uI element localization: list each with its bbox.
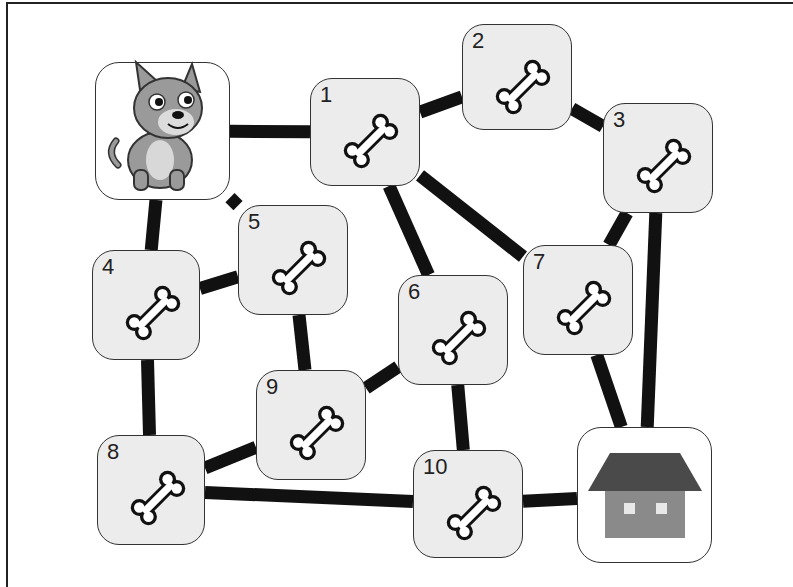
path-line xyxy=(647,213,656,427)
path-line xyxy=(147,360,149,435)
path-line xyxy=(458,385,464,450)
bone-number: 2 xyxy=(472,29,484,53)
path-line xyxy=(200,277,238,289)
path-line xyxy=(609,213,627,245)
path-stroke xyxy=(366,367,398,388)
path-stroke xyxy=(389,186,429,275)
path-line xyxy=(205,492,413,501)
bone-icon xyxy=(333,103,409,179)
bone-number: 7 xyxy=(533,250,545,274)
bone-icon xyxy=(485,49,561,125)
path-stroke xyxy=(230,198,238,206)
path-stroke xyxy=(205,492,413,501)
path-stroke xyxy=(420,175,523,256)
picture-tile xyxy=(95,62,230,200)
bone-number: 9 xyxy=(266,375,278,399)
path-stroke xyxy=(647,213,656,427)
path-stroke xyxy=(420,97,462,112)
bone-tile: 10 xyxy=(413,450,523,558)
picture-tile xyxy=(577,427,712,563)
bone-tile: 9 xyxy=(256,370,366,480)
bone-number: 10 xyxy=(423,455,447,479)
path-stroke xyxy=(523,498,577,501)
bone-icon xyxy=(436,475,512,551)
bone-tile: 3 xyxy=(603,103,713,213)
path-stroke xyxy=(299,315,305,370)
bone-icon xyxy=(421,300,497,376)
path-stroke xyxy=(609,213,627,245)
path-line xyxy=(523,498,577,501)
path-line xyxy=(205,447,256,468)
bone-number: 6 xyxy=(408,280,420,304)
path-line xyxy=(299,315,305,370)
path-line xyxy=(230,131,310,132)
bone-tile: 2 xyxy=(462,24,572,130)
bone-number: 8 xyxy=(107,440,119,464)
path-stroke xyxy=(147,360,149,435)
path-stroke xyxy=(458,385,464,450)
bone-tile: 6 xyxy=(398,275,508,385)
dog-picture xyxy=(96,62,229,199)
path-line xyxy=(572,109,603,127)
path-line xyxy=(420,175,523,256)
bone-icon xyxy=(546,270,622,346)
bone-tile: 1 xyxy=(310,78,420,186)
bone-number: 1 xyxy=(320,83,332,107)
path-line xyxy=(420,97,462,112)
bone-icon xyxy=(261,230,337,306)
bone-tile: 4 xyxy=(92,250,200,360)
path-stroke xyxy=(205,447,256,468)
bone-number: 3 xyxy=(613,108,625,132)
path-stroke xyxy=(572,109,603,127)
path-stroke xyxy=(200,277,238,289)
path-stroke xyxy=(597,355,622,427)
bone-icon xyxy=(120,460,196,536)
path-line xyxy=(366,367,398,388)
bone-tile: 5 xyxy=(238,205,348,315)
bone-tile: 7 xyxy=(523,245,633,355)
path-line xyxy=(230,198,238,206)
bone-icon xyxy=(279,395,355,471)
path-line xyxy=(389,186,429,275)
house-picture xyxy=(578,428,711,562)
path-line xyxy=(597,355,622,427)
path-line xyxy=(151,200,156,250)
path-stroke xyxy=(151,200,156,250)
path-stroke xyxy=(230,125,310,138)
bone-number: 4 xyxy=(102,255,114,279)
bone-icon xyxy=(626,128,702,204)
bone-number: 5 xyxy=(248,210,260,234)
bone-icon xyxy=(115,275,191,351)
bone-tile: 8 xyxy=(97,435,205,545)
